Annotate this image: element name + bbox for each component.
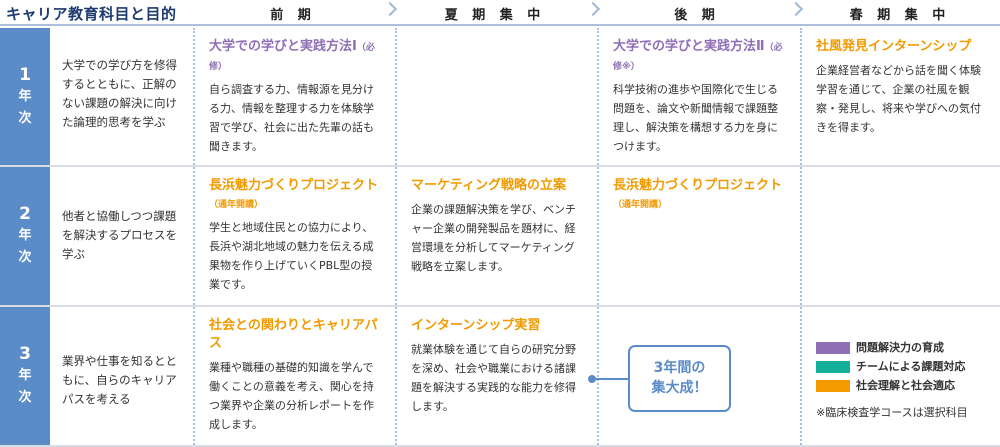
column-zenki: 前 期 [270,8,316,23]
year-number: 2 [19,204,31,224]
course-cell: マーケティング戦略の立案企業の課題解決策を学び、ベンチャー企業の開発製品を題材に… [395,167,597,305]
legend-swatch [816,360,850,373]
connector-line [592,378,629,380]
course-name: 長浜魅力づくりプロジェクト [209,178,379,193]
course-name: 長浜魅力づくりプロジェクト [613,178,783,193]
legend-swatch [816,341,850,354]
course-cell: 大学での学びと実践方法Ⅱ（必修※） 科学技術の進歩や国際化で生じる問題を、論文や新… [597,28,800,165]
course-description: 学生と地域住民との協力により、長浜や湖北地域の魅力を伝える成果物を作り上げていく… [209,221,374,291]
course-title: マーケティング戦略の立案 [411,177,585,196]
purpose-text: 他者と協働しつつ課題を解決するプロセスを学ぶ [62,209,177,261]
course-description: 企業の課題解決策を学び、ベンチャー企業の開発製品を題材に、経営環境を分析してマー… [411,203,576,273]
page-title: キャリア教育科目と目的 [6,5,177,23]
year-char: 年 [18,228,32,243]
course-name: 大学での学びと実践方法Ⅱ [613,39,765,54]
course-cell: 長浜魅力づくりプロジェクト （通年開講） 学生と地域住民との協力により、長浜や湖北地… [193,167,395,305]
year-row: 1 年次 大学での学び方を修得するとともに、正解のない課題の解決に向けた論理的思考を… [0,28,1000,167]
course-name: マーケティング戦略の立案 [411,178,566,193]
course-name: 社会との関わりとキャリアパス [209,318,378,351]
legend-swatch [816,379,850,392]
year-row: 2 年次 他者と協働しつつ課題を解決するプロセスを学ぶ 長浜魅力づくりプロジェクト （通… [0,167,1000,307]
year-label: 1 年次 [0,28,50,165]
course-description: 自ら調査する力、情報源を見分ける力、情報を整理する力を体験学習で学び、社会に出た… [209,83,374,153]
course-cell: 社風発見インターンシップ企業経営者などから話を聞く体験学習を通じて、企業の社風を… [800,28,1000,165]
course-cell: 長浜魅力づくりプロジェクト （通年開講） [597,167,800,305]
course-title: 大学での学びと実践方法Ⅱ（必修※） [613,38,788,76]
year-number: 3 [19,344,31,364]
course-title: 社会との関わりとキャリアパス [209,317,383,354]
purpose-text: 業界や仕事を知るとともに、自らのキャリアパスを考える [62,354,177,406]
column-kouki: 後 期 [674,8,720,23]
year-label: 2 年次 [0,167,50,305]
course-description: 企業経営者などから話を聞く体験学習を通じて、企業の社風を観察・発見し、将来や学び… [816,64,981,134]
course-title: 長浜魅力づくりプロジェクト （通年開講） [613,177,788,214]
course-title: 社風発見インターンシップ [816,38,988,57]
course-description: 就業体験を通じて自らの研究分野を深め、社会や職業における諸課題を解決する実践的な… [411,343,576,413]
legend-item: 社会理解と社会適応 [816,376,965,395]
header: キャリア教育科目と目的 前 期 夏 期 集 中 後 期 春 期 集 中 [0,0,1000,26]
footnote: ※臨床検査学コースは選択科目 [816,406,968,419]
course-cell [800,307,1000,445]
legend-label: 問題解決力の育成 [856,341,944,354]
course-tag: （通年開講） [209,200,264,210]
course-description: 業種や職種の基礎的知識を学んで働くことの意義を考え、関心を持つ業界や企業の分析レ… [209,361,374,431]
legend-label: チームによる課題対応 [856,360,966,373]
culmination-bubble: 3年間の 集大成！ [628,345,731,412]
purpose-text: 大学での学び方を修得するとともに、正解のない課題の解決に向けた論理的思考を学ぶ [62,58,177,129]
bubble-line1: 3年間の [653,360,706,376]
year-char: 年 [18,88,32,104]
year-number: 1 [19,64,31,85]
course-cell [597,307,800,445]
course-name: インターンシップ実習 [411,318,541,333]
course-name: 社風発見インターンシップ [816,39,972,54]
bubble-line2: 集大成！ [651,380,708,396]
course-cell: 大学での学びと実践方法Ⅰ（必修） 自ら調査する力、情報源を見分ける力、情報を整理す… [193,28,395,165]
course-cell [800,167,1000,305]
year-row: 3 年次 業界や仕事を知るとともに、自らのキャリアパスを考える社会との関わりとキャリ… [0,307,1000,447]
course-tag: （通年開講） [613,200,668,210]
year-char: 年 [18,368,32,383]
year-label: 3 年次 [0,307,50,445]
column-spring: 春 期 集 中 [849,8,951,23]
year-char: 次 [18,390,32,405]
course-tag: （必修） [209,43,375,72]
legend-item: 問題解決力の育成 [816,338,965,357]
course-name: 大学での学びと実践方法Ⅰ [209,39,357,54]
legend-label: 社会理解と社会適応 [856,379,955,392]
course-cell [395,28,597,165]
column-summer: 夏 期 集 中 [444,8,546,23]
course-title: 長浜魅力づくりプロジェクト （通年開講） [209,177,383,214]
year-char: 次 [18,250,32,265]
year-char: 次 [18,110,32,126]
course-title: インターンシップ実習 [411,317,585,336]
course-tag: （必修※） [613,43,783,72]
legend: 問題解決力の育成 チームによる課題対応 社会理解と社会適応 [816,338,965,395]
course-title: 大学での学びと実践方法Ⅰ（必修） [209,38,383,76]
course-cell: インターンシップ実習就業体験を通じて自らの研究分野を深め、社会や職業における諸課… [395,307,597,445]
legend-item: チームによる課題対応 [816,357,965,376]
course-description: 科学技術の進歩や国際化で生じる問題を、論文や新聞情報で課題整理し、解決策を構想す… [613,83,778,153]
course-cell: 社会との関わりとキャリアパス業種や職種の基礎的知識を学んで働くことの意義を考え、… [193,307,395,445]
connector-dot [588,375,596,383]
